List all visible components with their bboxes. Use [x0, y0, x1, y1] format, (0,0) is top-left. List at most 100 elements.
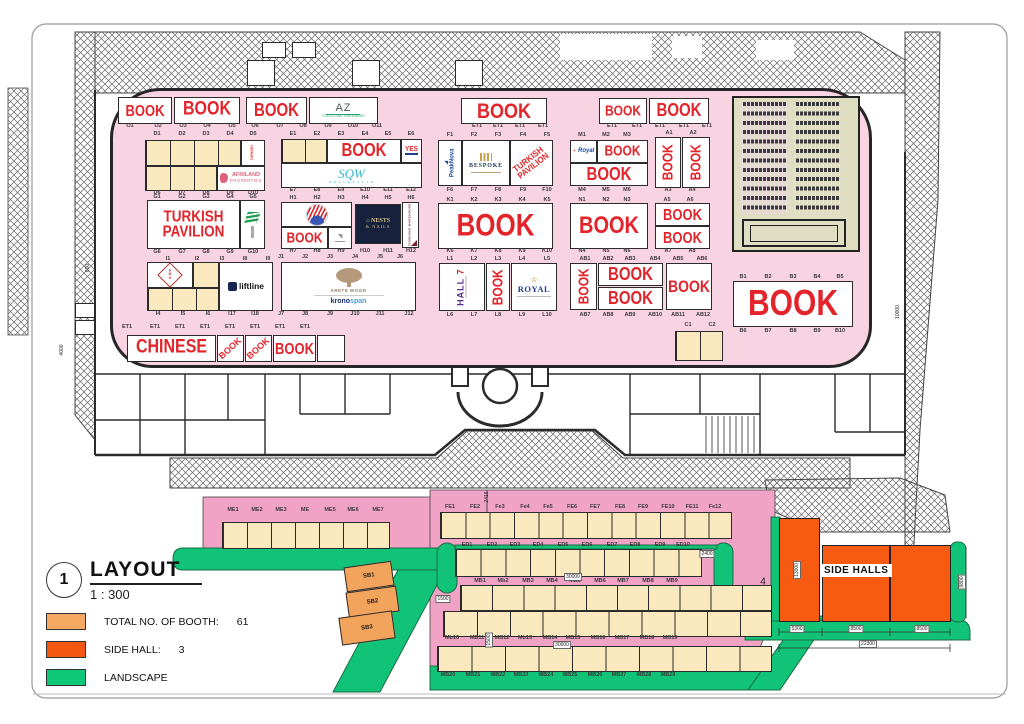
afriland-icon: [220, 173, 229, 184]
booked-bottom: BOOK: [273, 335, 316, 362]
booth-label-L6: L6: [446, 312, 454, 318]
booth-label-ET1: ET1: [249, 324, 261, 330]
booth-label-AB7: AB7: [579, 312, 591, 318]
booth-label-FE9: FE9: [637, 504, 649, 510]
booths-I-bottom: [147, 288, 219, 311]
side-halls-label: SIDE HALLS: [820, 564, 893, 577]
booked-M1: BOOK: [597, 140, 648, 163]
booth-label-N2: N2: [602, 197, 610, 203]
booth-label-A7: A7: [664, 248, 672, 254]
seat-rows-right: [795, 102, 840, 214]
booked-diag-2: BOOK: [244, 335, 272, 362]
booth-label-J7: J7: [277, 311, 285, 317]
legend-label: LANDSCAPE: [104, 671, 168, 684]
skylight-2: [352, 60, 380, 86]
booth-label-E9: E9: [337, 187, 345, 193]
booth-label-F2: F2: [470, 132, 478, 138]
title-block: 1 LAYOUT 1 : 300: [46, 558, 316, 602]
booth-label-MB6: MB6: [594, 578, 606, 584]
chinese-block: CHINESE: [127, 335, 216, 362]
booth-label-K3: K3: [494, 197, 502, 203]
booth-I3: [193, 262, 219, 288]
dimension-22300: 22300: [859, 640, 877, 648]
booked-AB-v: BOOK: [570, 263, 597, 310]
booth-label-AB6: AB6: [696, 256, 708, 262]
skylight-1: [247, 60, 275, 86]
dimension-4: 4: [760, 576, 766, 588]
bespoke-icon: [479, 153, 492, 162]
booth-label-ET1: ET1: [537, 123, 549, 129]
booth-label-D4: D4: [226, 131, 234, 137]
booth-label-C2: C2: [708, 322, 716, 328]
booth-label-I5: I5: [180, 311, 186, 317]
layout-scale: 1 : 300: [90, 587, 130, 602]
booth-label-A6: A6: [686, 197, 694, 203]
booth-label-O11: O11: [371, 123, 383, 129]
peaknova-icon: ◢: [443, 161, 450, 165]
booth-label-B1: B1: [739, 274, 747, 280]
skylight-5: [292, 42, 316, 58]
booth-label-J8: J8: [301, 311, 309, 317]
booth-label-G8: G8: [202, 249, 210, 255]
booth-label-O1: O1: [126, 123, 134, 129]
booth-label-J4: J4: [351, 254, 359, 260]
dimension-13000: 13000: [793, 561, 801, 579]
booked-AB-2: BOOK: [598, 287, 663, 310]
booth-label-ED9: ED9: [654, 542, 666, 548]
booked-A3: BOOK: [655, 203, 710, 226]
booths-MB-c: [437, 646, 772, 672]
royal-swirl-icon: ✶: [572, 148, 576, 154]
booth-label-H5: H5: [384, 195, 392, 201]
layout-title: LAYOUT: [90, 558, 202, 585]
booth-label-FE1: FE1: [444, 504, 456, 510]
exhibitor-bespoke: BESPOKE: [462, 140, 510, 186]
booth-label-G4: G4: [226, 194, 234, 200]
booth-label-G9: G9: [226, 249, 234, 255]
booth-label-ET1: ET1: [678, 123, 690, 129]
booth-label-O7: O7: [276, 123, 284, 129]
booth-label-F6: F6: [446, 187, 454, 193]
booth-label-G7: G7: [178, 249, 186, 255]
booth-label-N5: N5: [602, 248, 610, 254]
booth-label-O6: O6: [251, 123, 259, 129]
booth-label-F1: F1: [446, 132, 454, 138]
booth-label-ED2: ED2: [486, 542, 498, 548]
booth-label-J10: J10: [350, 311, 360, 317]
booth-label-FE11: FE11: [685, 504, 699, 510]
booth-label-B7: B7: [764, 328, 772, 334]
arete-tree-icon: [335, 267, 362, 287]
booth-label-MB14: MB14: [542, 635, 558, 641]
exhibitor-liftline: liftline: [219, 262, 273, 311]
booth-label-K10: K10: [541, 248, 553, 254]
booth-label-D10: D10: [247, 190, 259, 196]
booth-label-MB29: MB29: [660, 672, 676, 678]
booth-label-E1: E1: [289, 131, 297, 137]
booth-label-ET1: ET1: [654, 123, 666, 129]
booth-label-I1: I1: [165, 256, 171, 262]
booth-label-ED6: ED6: [581, 542, 593, 548]
booth-label-I6: I6: [205, 311, 211, 317]
booth-label-ED5: ED5: [557, 542, 569, 548]
booth-label-M1: M1: [578, 132, 586, 138]
side-hall-mid: [822, 545, 890, 622]
booth-label-A3: A3: [664, 187, 672, 193]
booth-label-ET1: ET1: [274, 324, 286, 330]
booth-label-ME3: ME3: [275, 507, 287, 513]
liftline-icon: [227, 282, 237, 291]
booth-label-L3: L3: [494, 256, 502, 262]
booth-label-J6: J6: [396, 254, 404, 260]
booth-label-ED10: ED10: [676, 542, 690, 548]
booth-label-ET1: ET1: [121, 324, 133, 330]
booth-label-H7: H7: [289, 248, 297, 254]
booth-label-Mb10: Mb10: [444, 635, 460, 641]
exhibitor-finishing: FINISHING WAREHOUSE: [402, 202, 419, 248]
legend-row-sidehall: SIDE HALL: 3: [46, 641, 316, 658]
left-box-2: [75, 320, 95, 335]
booth-label-B10: B10: [834, 328, 846, 334]
legend-label: TOTAL NO. OF BOOTH:: [104, 615, 219, 628]
booth-label-FE7: FE7: [589, 504, 601, 510]
legend-row-landscape: LANDSCAPE: [46, 669, 316, 686]
booths-MB-b: [443, 611, 772, 637]
